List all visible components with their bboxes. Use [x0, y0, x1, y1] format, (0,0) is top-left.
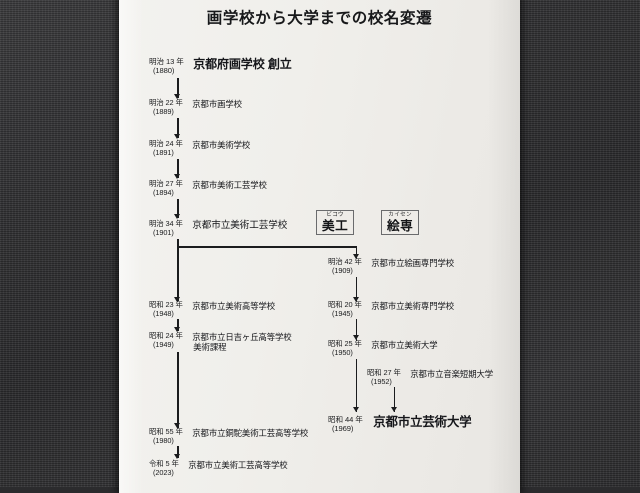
abbr-kaisen-ruby: カイセン	[388, 212, 412, 218]
arrowhead-1891	[174, 134, 180, 139]
arrowhead-1980	[174, 423, 180, 428]
node-2023: 令和 5 年 (2023) 京都市立美術工芸高等学校	[149, 459, 288, 478]
node-1980-name: 京都市立銅駝美術工芸高等学校	[192, 428, 309, 438]
node-1894: 明治 27 年 (1894) 京都市美術工芸学校	[149, 179, 267, 198]
arrowhead-1901	[174, 214, 180, 219]
connector-1948-1949	[177, 319, 179, 331]
node-1948-name: 京都市立美術高等学校	[192, 301, 276, 311]
connector-1950-1969	[355, 359, 358, 412]
node-1945: 昭和 20 年 (1945) 京都市立美術専門学校	[328, 300, 455, 319]
node-2023-era: 令和 5 年 (2023)	[149, 459, 179, 477]
node-1894-era: 明治 27 年 (1894)	[149, 179, 183, 197]
node-1969: 昭和 44 年 (1969) 京都市立芸術大学	[328, 415, 472, 434]
node-1909-era: 明治 42 年 (1909)	[328, 257, 362, 275]
node-1969-name: 京都市立芸術大学	[373, 415, 472, 429]
node-1889-era: 明治 22 年 (1889)	[149, 98, 183, 116]
node-1952: 昭和 27 年 (1952) 京都市立音楽短期大学	[367, 368, 494, 387]
connector-1952-1969	[393, 387, 396, 412]
node-1901: 明治 34 年 (1901) 京都市立美術工芸学校	[149, 219, 288, 238]
arrowhead-1894	[174, 174, 180, 179]
connector-1891-1894	[177, 159, 179, 178]
node-1948-era: 昭和 23 年 (1948)	[149, 300, 183, 318]
abbr-kaisen-kanji: 絵専	[387, 218, 414, 233]
abbr-bikou-kanji: 美工	[322, 218, 349, 233]
node-1950-era: 昭和 25 年 (1950)	[328, 339, 362, 357]
node-1949: 昭和 24 年 (1949) 京都市立日吉ヶ丘高等学校 美術課程	[149, 331, 292, 353]
node-1909: 明治 42 年 (1909) 京都市立絵画専門学校	[328, 257, 455, 276]
node-1949-era: 昭和 24 年 (1949)	[149, 331, 183, 349]
abbr-bikou-ruby: ビコウ	[326, 212, 344, 218]
connector-1894-1901	[177, 199, 179, 218]
node-1880-era: 明治 13 年 (1880)	[149, 57, 184, 75]
node-1950-name: 京都市立美術大学	[371, 340, 438, 350]
node-1909-name: 京都市立絵画専門学校	[371, 258, 455, 268]
diagram-sheet: 画学校から大学までの校名変遷 明治 13 年 (1880) 京都府画学校 創立 …	[119, 0, 520, 493]
connector-1949-1980	[177, 352, 179, 428]
abbr-box-bikou: ビコウ 美工	[316, 210, 355, 236]
node-1889-name: 京都市画学校	[192, 99, 242, 109]
arrowhead-1948	[174, 297, 180, 302]
connector-1980-2023	[177, 446, 179, 458]
connector-1909-1945	[355, 277, 358, 301]
node-1891-era: 明治 24 年 (1891)	[149, 139, 183, 157]
node-1901-era: 明治 34 年 (1901)	[149, 219, 183, 237]
arrowhead-1909	[352, 254, 359, 259]
arrowhead-1969-art	[352, 407, 359, 412]
node-2023-name: 京都市立美術工芸高等学校	[188, 460, 288, 470]
node-1894-name: 京都市美術工芸学校	[192, 180, 267, 190]
node-1949-name: 京都市立日吉ヶ丘高等学校 美術課程	[192, 332, 292, 353]
arrowhead-1889	[174, 94, 180, 99]
connector-split-1901	[177, 246, 357, 248]
connector-1945-1950	[355, 319, 358, 341]
page-title: 画学校から大学までの校名変遷	[206, 10, 433, 27]
node-1891-name: 京都市美術学校	[192, 140, 251, 150]
node-1889: 明治 22 年 (1889) 京都市画学校	[149, 98, 242, 117]
node-1952-era: 昭和 27 年 (1952)	[367, 368, 401, 386]
node-1880-name: 京都府画学校 創立	[193, 57, 292, 71]
connector-1880-1889	[177, 78, 179, 98]
printed-sheet: 画学校から大学までの校名変遷 明治 13 年 (1880) 京都府画学校 創立 …	[119, 0, 520, 493]
arrowhead-2023	[174, 454, 180, 459]
connector-1901-1948	[177, 239, 179, 301]
abbr-box-kaisen: カイセン 絵専	[381, 210, 420, 236]
arrowhead-1969-music	[390, 407, 397, 412]
connector-split-to-1909	[355, 246, 358, 258]
arrowhead-1949	[174, 327, 180, 332]
node-1980-era: 昭和 55 年 (1980)	[149, 427, 183, 445]
node-1952-name: 京都市立音楽短期大学	[410, 369, 494, 379]
connector-1889-1891	[177, 118, 179, 138]
node-1901-name: 京都市立美術工芸学校	[192, 220, 288, 231]
node-1969-era: 昭和 44 年 (1969)	[328, 415, 363, 433]
node-1950: 昭和 25 年 (1950) 京都市立美術大学	[328, 339, 438, 358]
node-1980: 昭和 55 年 (1980) 京都市立銅駝美術工芸高等学校	[149, 427, 309, 446]
node-1880: 明治 13 年 (1880) 京都府画学校 創立	[149, 57, 292, 76]
arrowhead-1945	[352, 297, 359, 302]
node-1945-era: 昭和 20 年 (1945)	[328, 300, 362, 318]
node-1945-name: 京都市立美術専門学校	[371, 301, 455, 311]
node-1948: 昭和 23 年 (1948) 京都市立美術高等学校	[149, 300, 276, 319]
node-1891: 明治 24 年 (1891) 京都市美術学校	[149, 139, 251, 158]
arrowhead-1950	[352, 335, 359, 340]
